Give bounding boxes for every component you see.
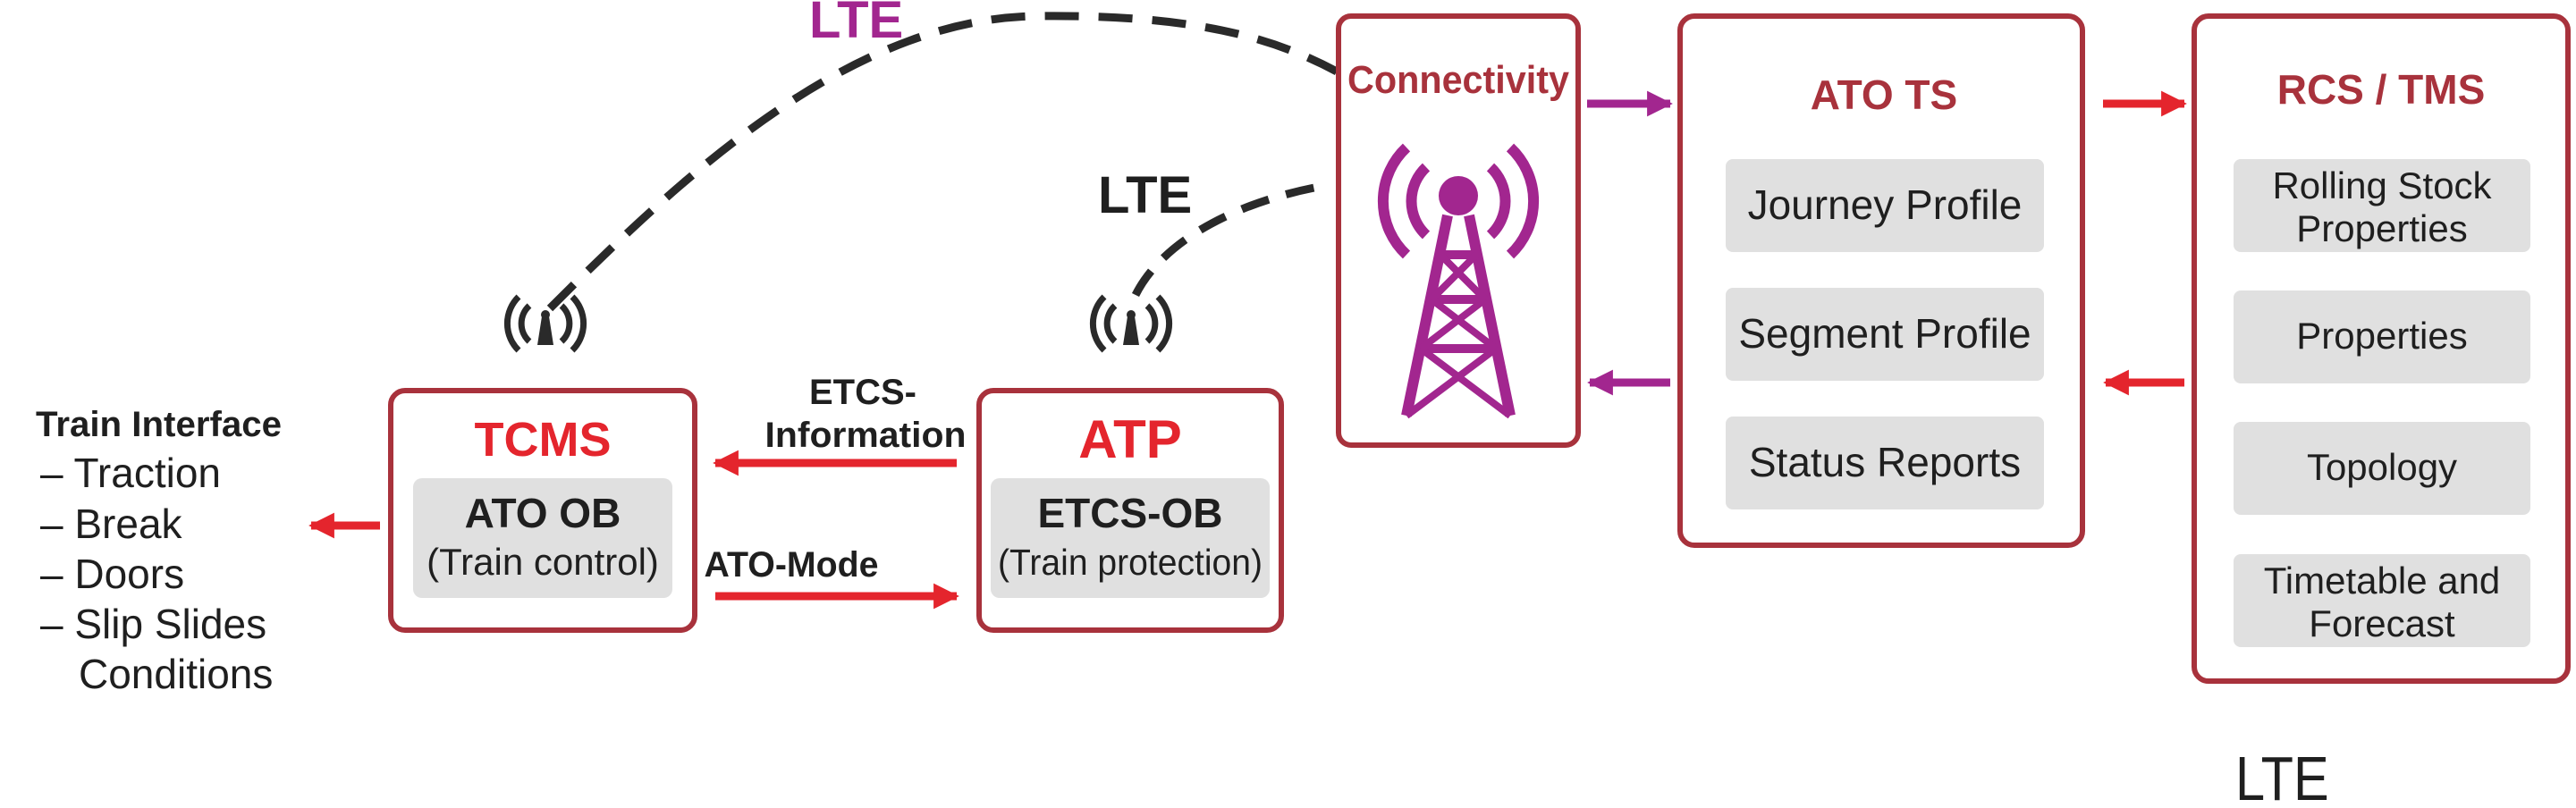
ato-mode-label: ATO-Mode (705, 545, 879, 585)
ato-ts-item-panel (1726, 288, 2044, 381)
rcs-tms-item: Rolling Stock (2272, 164, 2492, 206)
ato-ts-item: Status Reports (1749, 439, 2021, 485)
etcs-information-label: ETCS- (809, 373, 916, 412)
atp-inner-panel (991, 478, 1270, 598)
rcs-tms-item: Forecast (2309, 602, 2455, 644)
tcms-inner-panel (413, 478, 672, 598)
rcs-tms-title: RCS / TMS (2277, 66, 2486, 113)
tcms-box: TCMS ATO OB (Train control) (388, 388, 697, 633)
tcms-inner-title: ATO OB (465, 490, 621, 536)
rcs-tms-item: Topology (2307, 446, 2457, 488)
train-interface-item: – Break (40, 501, 183, 547)
ato-ts-item-panel (1726, 159, 2044, 252)
train-interface-item: Conditions (79, 651, 273, 697)
train-interface-item: – Doors (40, 551, 184, 597)
atp-box: ATP ETCS-OB (Train protection) (976, 388, 1284, 633)
atp-inner-sub: (Train protection) (998, 542, 1263, 583)
rcs-tms-item: Properties (2296, 207, 2467, 249)
lte-label-bottom: LTE (2235, 743, 2329, 808)
atp-inner-title: ETCS-OB (1038, 490, 1223, 536)
tcms-title: TCMS (475, 413, 612, 467)
ato-ts-item: Journey Profile (1748, 181, 2023, 228)
antenna-signal-icon (1089, 294, 1173, 353)
lte-label-top: LTE (809, 0, 903, 49)
lte-link-atp (1131, 183, 1315, 298)
connectivity-title: Connectivity (1347, 58, 1569, 102)
ato-ts-item-panel (1726, 417, 2044, 509)
rcs-tms-box: RCS / TMS Rolling Stock Properties Prope… (2192, 13, 2571, 684)
lte-link-tcms (546, 12, 1339, 312)
atp-title: ATP (1078, 409, 1182, 469)
rcs-tms-item-panel (2234, 422, 2530, 515)
ato-ts-box: ATO TS Journey Profile Segment Profile S… (1677, 13, 2085, 548)
ato-ts-item: Segment Profile (1738, 310, 2031, 357)
train-interface-list: Train Interface – Traction – Break – Doo… (36, 405, 282, 697)
lte-label-middle: LTE (1098, 166, 1192, 224)
train-interface-item: – Slip Slides (40, 601, 266, 647)
train-interface-title: Train Interface (36, 405, 282, 444)
antenna-signal-icon (503, 294, 587, 353)
etcs-information-label: Information (765, 416, 967, 455)
radio-tower-icon (1377, 143, 1540, 419)
tcms-inner-sub: (Train control) (427, 541, 659, 583)
rcs-tms-item: Properties (2296, 315, 2467, 357)
rcs-tms-item: Timetable and (2264, 560, 2501, 602)
rcs-tms-item-panel (2234, 554, 2530, 647)
connectivity-box: Connectivity (1336, 13, 1581, 448)
train-interface-item: – Traction (40, 450, 221, 496)
rcs-tms-item-panel (2234, 159, 2530, 252)
rcs-tms-item-panel (2234, 290, 2530, 383)
ato-ts-title: ATO TS (1811, 72, 1957, 118)
